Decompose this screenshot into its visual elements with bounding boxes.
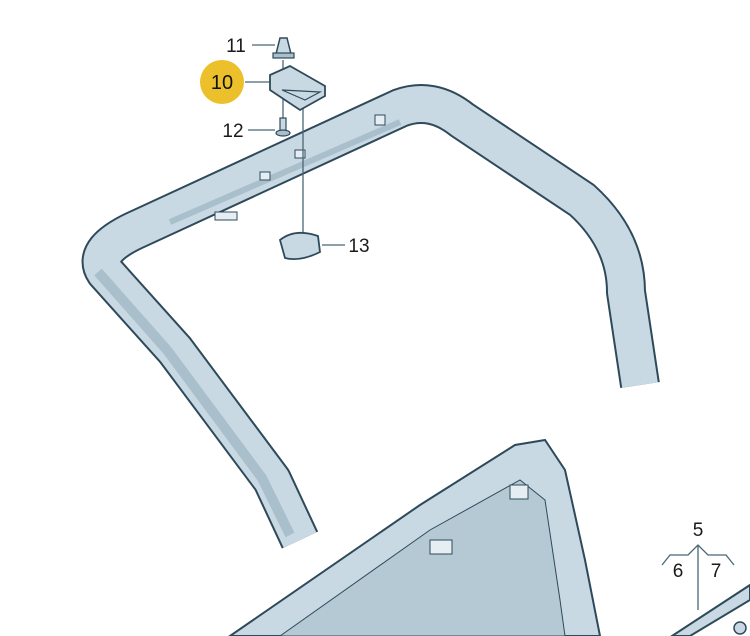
callout-13[interactable]: 13 — [348, 236, 369, 257]
callout-12[interactable]: 12 — [222, 121, 243, 142]
trim-strip-5[interactable] — [670, 583, 750, 636]
callout-10[interactable]: 10 — [211, 72, 233, 94]
highlight-circle — [200, 60, 244, 104]
tailgate-lower-panel[interactable] — [228, 438, 602, 636]
callout-5[interactable]: 5 — [693, 520, 704, 541]
callout-7[interactable]: 7 — [711, 561, 722, 582]
callout-6[interactable]: 6 — [673, 561, 684, 582]
screw-part-12[interactable] — [275, 117, 291, 137]
clip-part-11[interactable] — [272, 37, 295, 59]
bracket-part-10[interactable] — [269, 64, 326, 112]
tailgate-trim-frame[interactable] — [81, 84, 660, 549]
callout-11[interactable]: 11 — [226, 36, 246, 57]
cover-part-13[interactable] — [278, 231, 321, 261]
